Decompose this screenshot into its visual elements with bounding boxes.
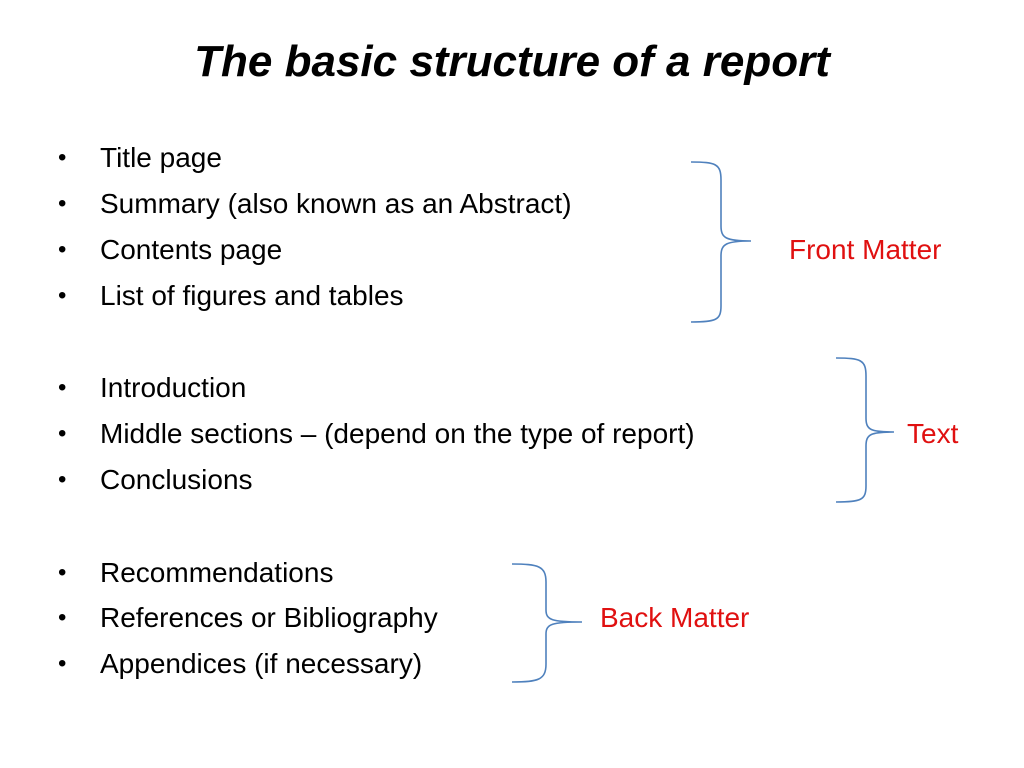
list-item: • Middle sections – (depend on the type … (58, 414, 878, 454)
list-item-text: Appendices (if necessary) (100, 648, 423, 679)
bullet-icon: • (58, 190, 67, 217)
list-item: • Conclusions (58, 460, 878, 500)
list-item: • Summary (also known as an Abstract) (58, 184, 878, 224)
bullet-icon: • (58, 650, 67, 677)
list-item: • Appendices (if necessary) (58, 644, 878, 684)
list-item: • Title page (58, 138, 878, 178)
bullet-icon: • (58, 374, 67, 401)
list-item-text: List of figures and tables (100, 280, 404, 311)
list-item: • List of figures and tables (58, 276, 878, 316)
list-item: • Introduction (58, 368, 878, 408)
bullet-icon: • (58, 604, 67, 631)
list-item-text: Summary (also known as an Abstract) (100, 188, 572, 219)
bullet-icon: • (58, 282, 67, 309)
bullet-icon: • (58, 144, 67, 171)
list-item-text: References or Bibliography (100, 602, 438, 633)
bullet-icon: • (58, 559, 67, 586)
list-item: • Recommendations (58, 553, 878, 593)
list-item: • References or Bibliography (58, 598, 878, 638)
front-matter-brace-icon (690, 161, 752, 323)
bullet-icon: • (58, 236, 67, 263)
back-matter-label: Back Matter (600, 602, 750, 633)
list-item-text: Conclusions (100, 464, 253, 495)
bullet-icon: • (58, 466, 67, 493)
text-brace-icon (835, 357, 895, 503)
list-item-text: Contents page (100, 234, 283, 265)
list-item-text: Middle sections – (depend on the type of… (100, 418, 695, 449)
list-item-text: Introduction (100, 372, 247, 403)
list-item-text: Recommendations (100, 557, 334, 588)
front-matter-label: Front Matter (789, 234, 942, 265)
list-item-text: Title page (100, 142, 222, 173)
back-matter-brace-icon (511, 563, 583, 683)
list-item: • Contents page (58, 230, 878, 270)
text-label: Text (907, 418, 959, 449)
slide-title: The basic structure of a report (194, 37, 830, 86)
bullet-icon: • (58, 420, 67, 447)
